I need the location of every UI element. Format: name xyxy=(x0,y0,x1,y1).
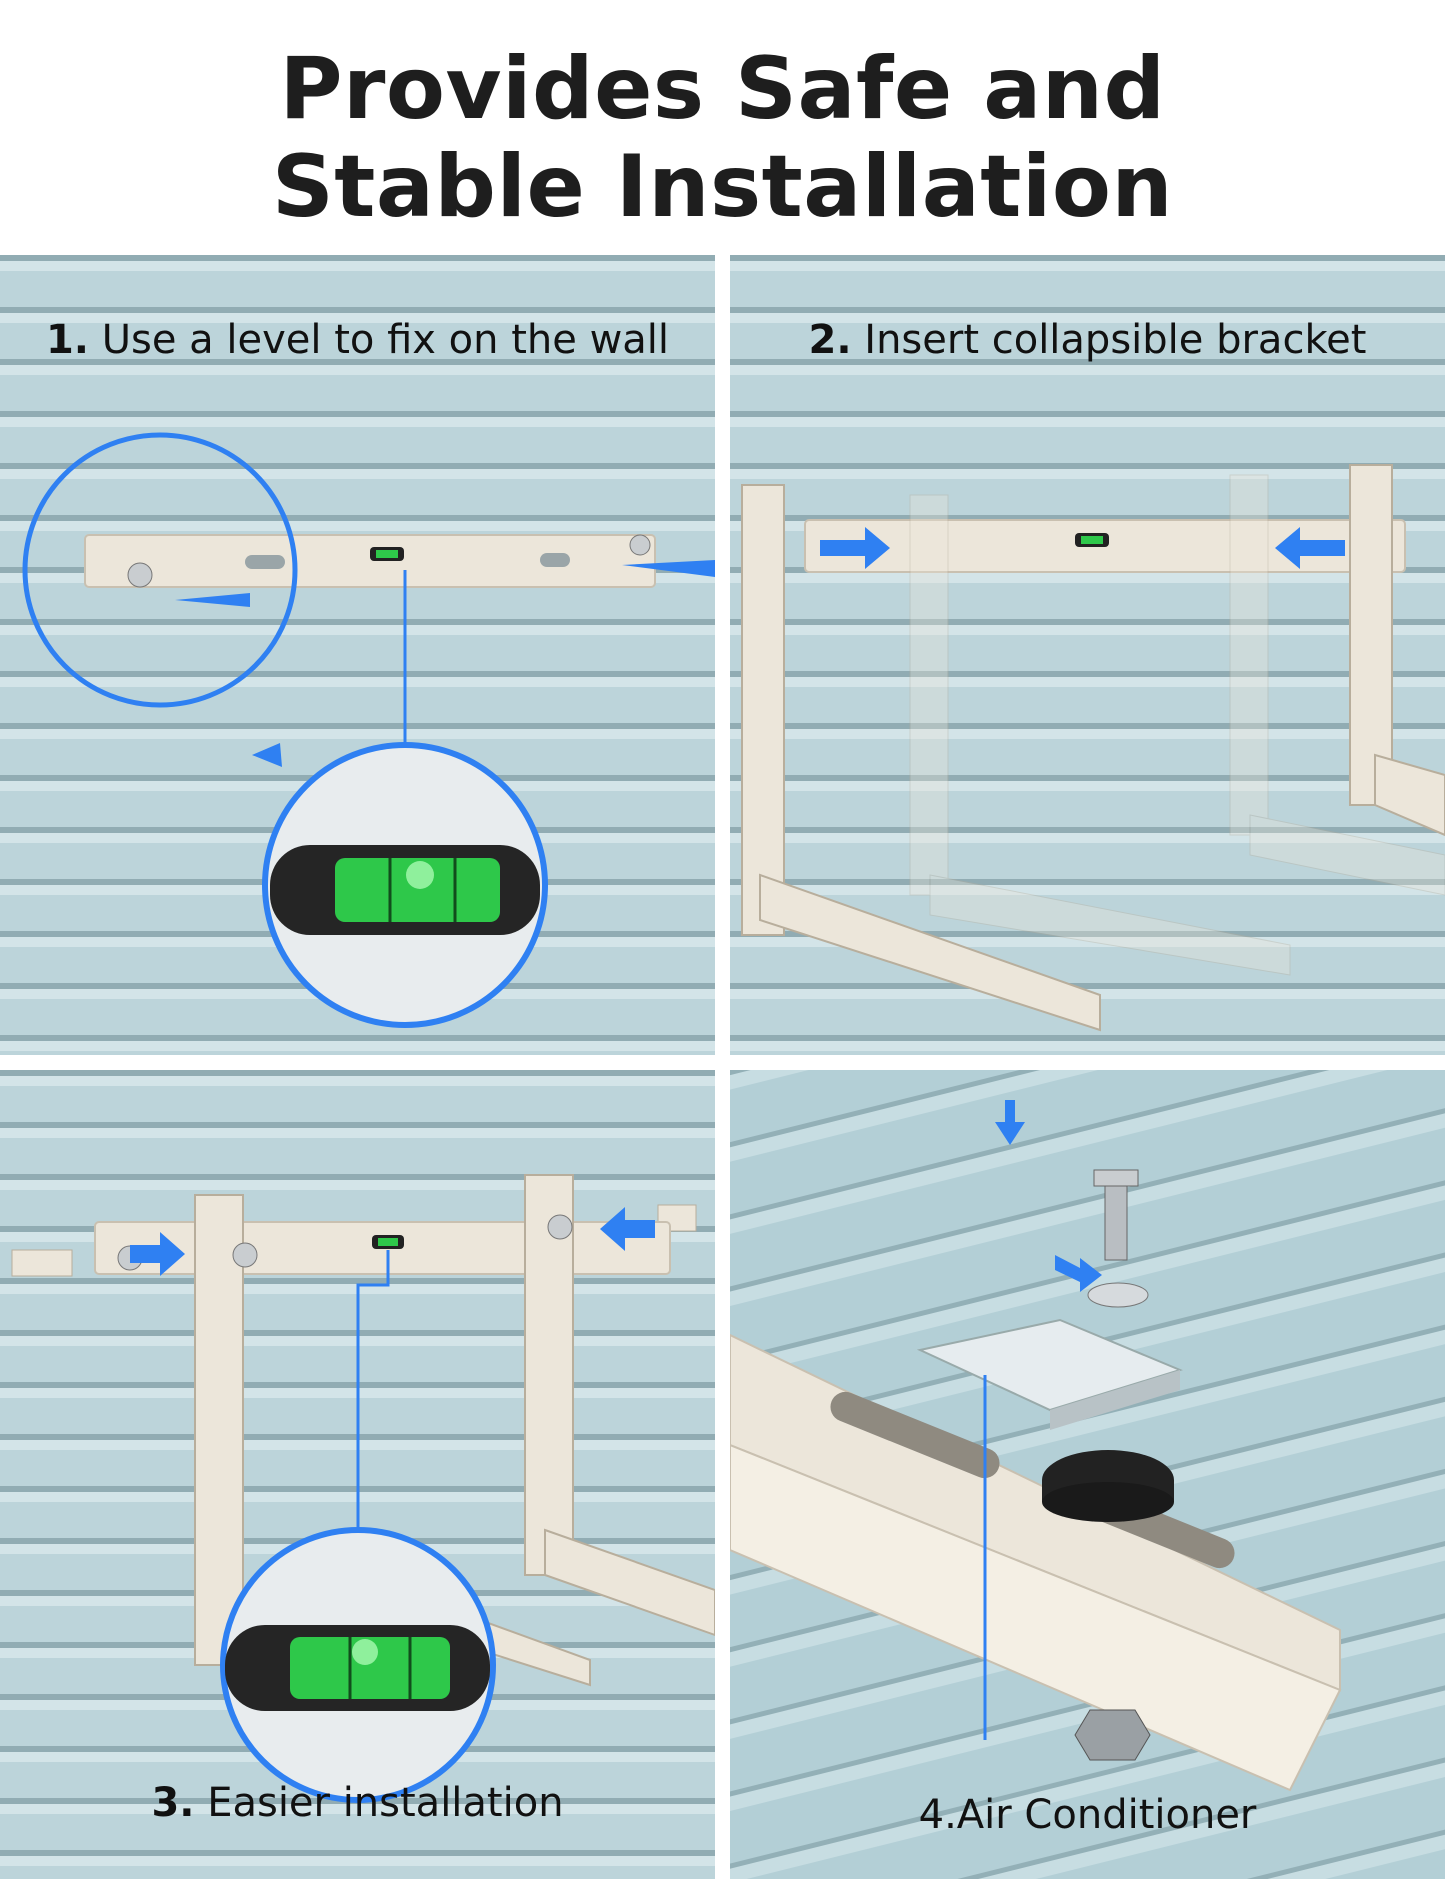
step-2-illustration xyxy=(730,255,1445,1055)
nut-icon xyxy=(1074,1709,1151,1761)
step-4-illustration xyxy=(730,1070,1445,1879)
step-2-text: Insert collapsible bracket xyxy=(864,317,1367,363)
title-line-1: Provides Safe and xyxy=(279,39,1166,139)
step-3-text: Easier installation xyxy=(207,1780,564,1826)
title-line-2: Stable Installation xyxy=(271,137,1174,237)
step-2-panel: 2. Insert collapsible bracket xyxy=(730,255,1445,1055)
washer-icon xyxy=(1087,1282,1149,1308)
arrow-icon xyxy=(175,593,250,607)
bolt-icon xyxy=(1104,1179,1128,1261)
page-title: Provides Safe and Stable Installation xyxy=(0,40,1445,236)
arrow-icon xyxy=(1055,1255,1102,1292)
bracket-arm xyxy=(1349,464,1393,806)
arrow-icon xyxy=(1275,527,1345,569)
step-2-caption: 2. Insert collapsible bracket xyxy=(730,317,1445,363)
step-3-caption: 3. Easier installation xyxy=(0,1780,715,1826)
step-4-panel: 4.Air Conditioner xyxy=(730,1070,1445,1879)
bracket-arm xyxy=(759,873,1101,1032)
arrow-icon xyxy=(820,527,890,569)
zoom-circle-bolt xyxy=(22,432,298,708)
step-3-panel: 3. Easier installation xyxy=(0,1070,715,1879)
bracket-arm xyxy=(194,1194,244,1666)
step-1-illustration xyxy=(0,255,715,1055)
step-1-caption: 1. Use a level to fix on the wall xyxy=(0,317,715,363)
step-4-text: Air Conditioner xyxy=(956,1792,1257,1838)
step-1-text: Use a level to fix on the wall xyxy=(101,317,670,363)
arrow-icon xyxy=(130,1232,185,1276)
step-3-illustration xyxy=(0,1070,715,1879)
step-1-number: 1. xyxy=(45,317,89,363)
step-3-number: 3. xyxy=(151,1780,195,1826)
step-4-number: 4. xyxy=(918,1792,957,1838)
step-1-panel: 1. Use a level to fix on the wall xyxy=(0,255,715,1055)
arrow-icon xyxy=(622,560,715,577)
arrow-icon xyxy=(600,1207,655,1251)
bracket-arm xyxy=(524,1174,574,1576)
wall-rail xyxy=(84,534,656,588)
bracket-arm xyxy=(741,484,785,936)
step-2-number: 2. xyxy=(808,317,852,363)
arrow-icon xyxy=(252,743,282,767)
step-4-caption: 4.Air Conditioner xyxy=(730,1792,1445,1838)
arrow-icon xyxy=(995,1100,1025,1145)
